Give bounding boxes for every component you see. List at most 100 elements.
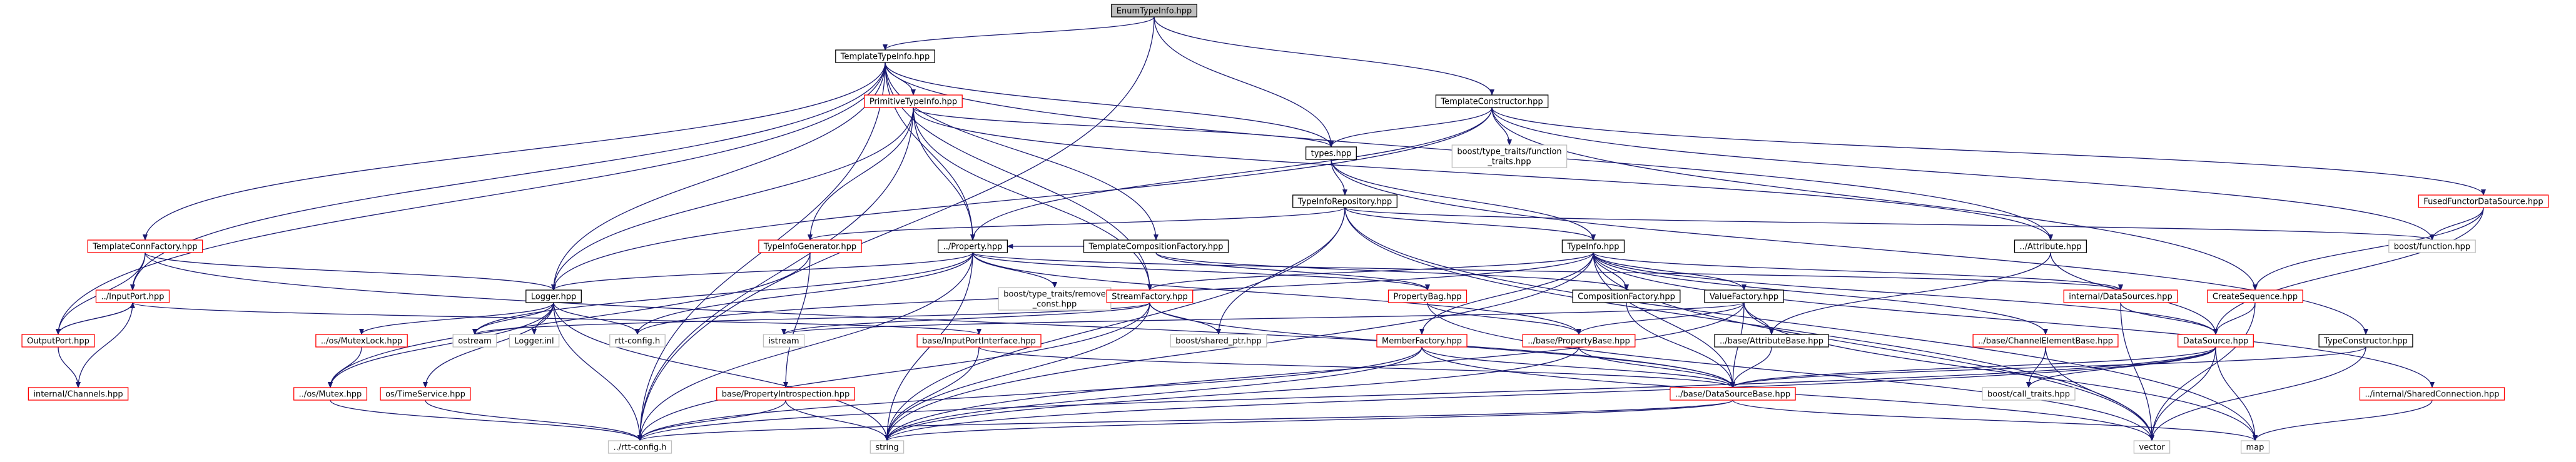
edge-tc-bfun: [1491, 107, 2435, 241]
edge-logger-mlock: [359, 302, 554, 335]
node-box: [1972, 334, 2119, 348]
node-ffds[interactable]: FusedFunctorDataSource.hpp: [2418, 194, 2549, 208]
edge-pbag-pb: [1427, 302, 1581, 335]
node-attr[interactable]: ../Attribute.hpp: [2014, 239, 2087, 253]
node-label: internal/Channels.hpp: [33, 390, 123, 399]
edge-root-tc: [1154, 16, 1494, 96]
node-ostream[interactable]: ostream: [452, 334, 497, 348]
node-ab[interactable]: ../base/AttributeBase.hpp: [1714, 334, 1829, 348]
edge-ti-ds: [1593, 252, 2218, 335]
edge-tcons-vector: [2149, 346, 2366, 441]
node-vector[interactable]: vector: [2133, 440, 2171, 454]
node-isc[interactable]: ../internal/SharedConnection.hpp: [2359, 387, 2505, 401]
edge-pti-types: [913, 107, 1334, 148]
node-pti[interactable]: PrimitiveTypeInfo.hpp: [864, 94, 963, 108]
node-tcons[interactable]: TypeConstructor.hpp: [2318, 334, 2413, 348]
node-box: [380, 387, 471, 401]
node-rttcfg2[interactable]: ../rtt-config.h: [607, 440, 672, 454]
edge-isc-map: [2253, 399, 2433, 441]
node-label: internal/DataSources.hpp: [2069, 293, 2173, 302]
edge-tti-outport: [56, 62, 886, 335]
node-box: [2133, 440, 2171, 454]
edge-ceb-vector: [2045, 346, 2154, 441]
node-prop[interactable]: ../Property.hpp: [938, 239, 1008, 253]
node-map[interactable]: map: [2240, 440, 2270, 454]
node-label: ostream: [458, 337, 492, 346]
node-vf[interactable]: ValueFactory.hpp: [1704, 289, 1784, 303]
node-linl[interactable]: Logger.inl: [509, 334, 560, 348]
node-tcf[interactable]: TemplateCompositionFactory.hpp: [1083, 239, 1229, 253]
node-box: [2388, 239, 2476, 253]
edge-sf-rttcfg2: [637, 302, 1150, 441]
edge-vf-ab: [1743, 302, 1774, 335]
edge-ti-isc: [1593, 252, 2435, 388]
node-tconf[interactable]: TemplateConnFactory.hpp: [87, 239, 203, 253]
node-compf[interactable]: CompositionFactory.hpp: [1572, 289, 1681, 303]
node-bpi[interactable]: base/PropertyIntrospection.hpp: [716, 387, 855, 401]
node-box: [1704, 289, 1784, 303]
node-tir[interactable]: TypeInfoRepository.hpp: [1292, 194, 1397, 208]
node-cseq[interactable]: CreateSequence.hpp: [2207, 289, 2303, 303]
edge-ipi-string: [885, 346, 980, 441]
edge-pbag-vector: [1427, 302, 2154, 441]
node-ceb[interactable]: ../base/ChannelElementBase.hpp: [1972, 334, 2119, 348]
node-label: ../Attribute.hpp: [2020, 243, 2082, 252]
node-bsp[interactable]: boost/shared_ptr.hpp: [1170, 334, 1267, 348]
edge-cseq-vector: [2149, 302, 2256, 441]
node-ds[interactable]: DataSource.hpp: [2178, 334, 2254, 348]
node-label: ../base/DataSourceBase.hpp: [1675, 390, 1790, 399]
node-tsvc[interactable]: os/TimeService.hpp: [380, 387, 471, 401]
node-root[interactable]: EnumTypeInfo.hpp: [1111, 4, 1197, 18]
node-inport[interactable]: ../InputPort.hpp: [95, 289, 170, 303]
node-box: [716, 387, 855, 401]
node-logger[interactable]: Logger.hpp: [525, 289, 582, 303]
node-ichan[interactable]: internal/Channels.hpp: [28, 387, 129, 401]
node-mlock[interactable]: ../os/MutexLock.hpp: [315, 334, 408, 348]
edge-pb-dsb: [1578, 346, 1735, 388]
node-istream[interactable]: istream: [763, 334, 805, 348]
node-sf[interactable]: StreamFactory.hpp: [1106, 289, 1194, 303]
node-label: istream: [768, 337, 799, 346]
edge-ds-bct: [2026, 346, 2216, 388]
node-tig[interactable]: TypeInfoGenerator.hpp: [758, 239, 862, 253]
node-pbag[interactable]: PropertyBag.hpp: [1387, 289, 1468, 303]
node-label: MemberFactory.hpp: [1382, 337, 1462, 346]
node-label: FusedFunctorDataSource.hpp: [2423, 198, 2543, 207]
node-dsb[interactable]: ../base/DataSourceBase.hpp: [1670, 387, 1796, 401]
node-pb[interactable]: ../base/PropertyBase.hpp: [1522, 334, 1636, 348]
edge-inport-ichan: [76, 302, 133, 388]
edge-tc-cseq: [1491, 107, 2258, 291]
node-btt[interactable]: boost/type_traits/function_traits.hpp: [1451, 144, 1568, 168]
node-types[interactable]: types.hpp: [1305, 146, 1357, 160]
node-outport[interactable]: OutputPort.hpp: [21, 334, 95, 348]
node-string[interactable]: string: [870, 440, 905, 454]
node-mf[interactable]: MemberFactory.hpp: [1376, 334, 1468, 348]
node-ti[interactable]: TypeInfo.hpp: [1561, 239, 1625, 253]
node-ids[interactable]: internal/DataSources.hpp: [2063, 289, 2178, 303]
node-box: [2014, 239, 2087, 253]
edge-pti-prop: [913, 107, 975, 241]
node-box: [1083, 239, 1229, 253]
node-box: [293, 387, 368, 401]
edge-bpi-rttcfg2: [637, 399, 786, 441]
node-rttcfg[interactable]: rtt-config.h: [609, 334, 666, 348]
edge-tir-string: [885, 207, 1346, 441]
node-label: StreamFactory.hpp: [1112, 293, 1188, 302]
edge-vf-map: [1743, 302, 2258, 441]
edge-root-tti: [883, 16, 1155, 51]
edge-pti-tig: [808, 107, 914, 241]
node-btrc[interactable]: boost/type_traits/remove_const.hpp: [998, 287, 1112, 311]
edge-tconf-inport: [130, 252, 146, 291]
node-tc[interactable]: TemplateConstructor.hpp: [1435, 94, 1549, 108]
node-box: [758, 239, 862, 253]
node-label: vector: [2139, 443, 2165, 453]
node-ipi[interactable]: base/InputPortInterface.hpp: [916, 334, 1042, 348]
node-tti[interactable]: TemplateTypeInfo.hpp: [835, 49, 935, 63]
node-bct[interactable]: boost/call_traits.hpp: [1982, 387, 2076, 401]
edge-tir-bfun: [1344, 207, 2435, 241]
node-mutex[interactable]: ../os/Mutex.hpp: [293, 387, 368, 401]
edge-tc-logger: [551, 107, 1493, 291]
node-box: [609, 334, 666, 348]
node-label: EnumTypeInfo.hpp: [1117, 7, 1192, 16]
node-bfun[interactable]: boost/function.hpp: [2388, 239, 2476, 253]
